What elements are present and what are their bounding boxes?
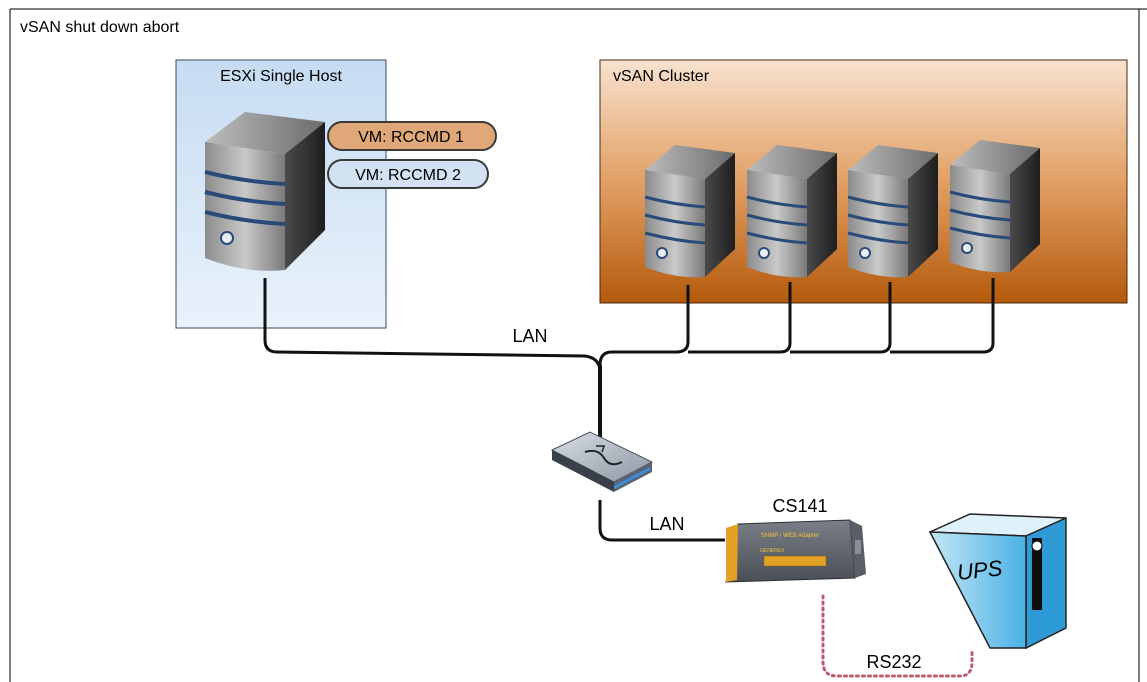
cs141-adapter-icon: SNMP / WEB Adapter GENEREX — [725, 519, 866, 583]
lan-label-bottom: LAN — [649, 514, 684, 534]
cluster-server-icon-2 — [746, 145, 837, 278]
adapter-name: CS141 — [772, 496, 827, 516]
lan-label-top: LAN — [512, 326, 547, 346]
cluster-server-icon-4 — [949, 140, 1040, 273]
vm-badge-2: VM: RCCMD 2 — [327, 159, 489, 189]
esxi-host-title: ESXi Single Host — [220, 68, 342, 85]
lan-cables — [263, 278, 995, 542]
vm-label-2: VM: RCCMD 2 — [355, 167, 461, 184]
adapter-panel-text: SNMP / WEB Adapter — [761, 533, 819, 539]
esxi-server-icon — [204, 112, 325, 271]
network-switch-icon — [550, 431, 654, 492]
cluster-server-icon-1 — [644, 145, 735, 278]
rs232-cable — [821, 594, 974, 678]
cluster-server-icon-3 — [847, 145, 938, 278]
ups-icon: UPS — [928, 513, 1067, 650]
vsan-cluster-title: vSAN Cluster — [613, 68, 710, 85]
ups-label: UPS — [956, 555, 1004, 585]
adapter-panel-subtext: GENEREX — [760, 548, 785, 554]
diagram-title: vSAN shut down abort — [20, 19, 180, 36]
diagram-frame — [9, 8, 1147, 682]
vm-badge-1: VM: RCCMD 1 — [327, 121, 497, 151]
rs232-label: RS232 — [866, 652, 921, 672]
vm-label-1: VM: RCCMD 1 — [358, 129, 464, 146]
